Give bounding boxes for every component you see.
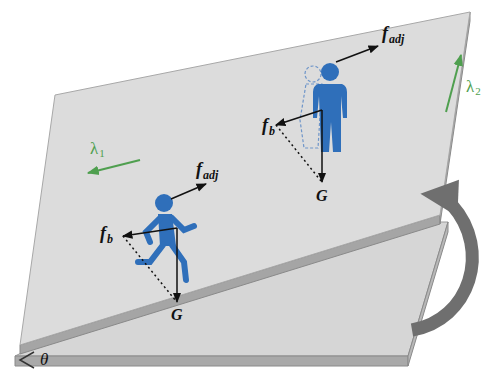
force-subscript: adj: [389, 33, 404, 45]
force-symbol: f: [196, 160, 202, 178]
running-person: [138, 194, 194, 280]
force-subscript: b: [107, 233, 113, 245]
force-symbol: f: [262, 116, 268, 134]
force-symbol: G: [316, 188, 328, 204]
force-symbol: f: [100, 224, 106, 242]
force-symbol: G: [171, 307, 183, 323]
tilted-plate: [20, 12, 470, 354]
force-vectors: [123, 184, 206, 302]
angle-mark: [20, 352, 34, 368]
force-symbol: f: [382, 24, 388, 42]
direction-arrow: [88, 160, 140, 173]
ghost-person: [300, 66, 322, 148]
direction-subscript: 1: [99, 148, 105, 159]
force-subscript: adj: [203, 169, 218, 181]
direction-symbol: λ: [90, 140, 98, 157]
rotation-arrow: [412, 180, 472, 330]
force-subscript: b: [269, 125, 275, 137]
direction-arrow: [446, 55, 461, 112]
angle-symbol: θ: [40, 351, 48, 368]
standing-person: [313, 63, 347, 152]
direction-symbol: λ: [466, 78, 474, 95]
force-vectors: [276, 46, 378, 182]
direction-subscript: 2: [475, 86, 481, 97]
